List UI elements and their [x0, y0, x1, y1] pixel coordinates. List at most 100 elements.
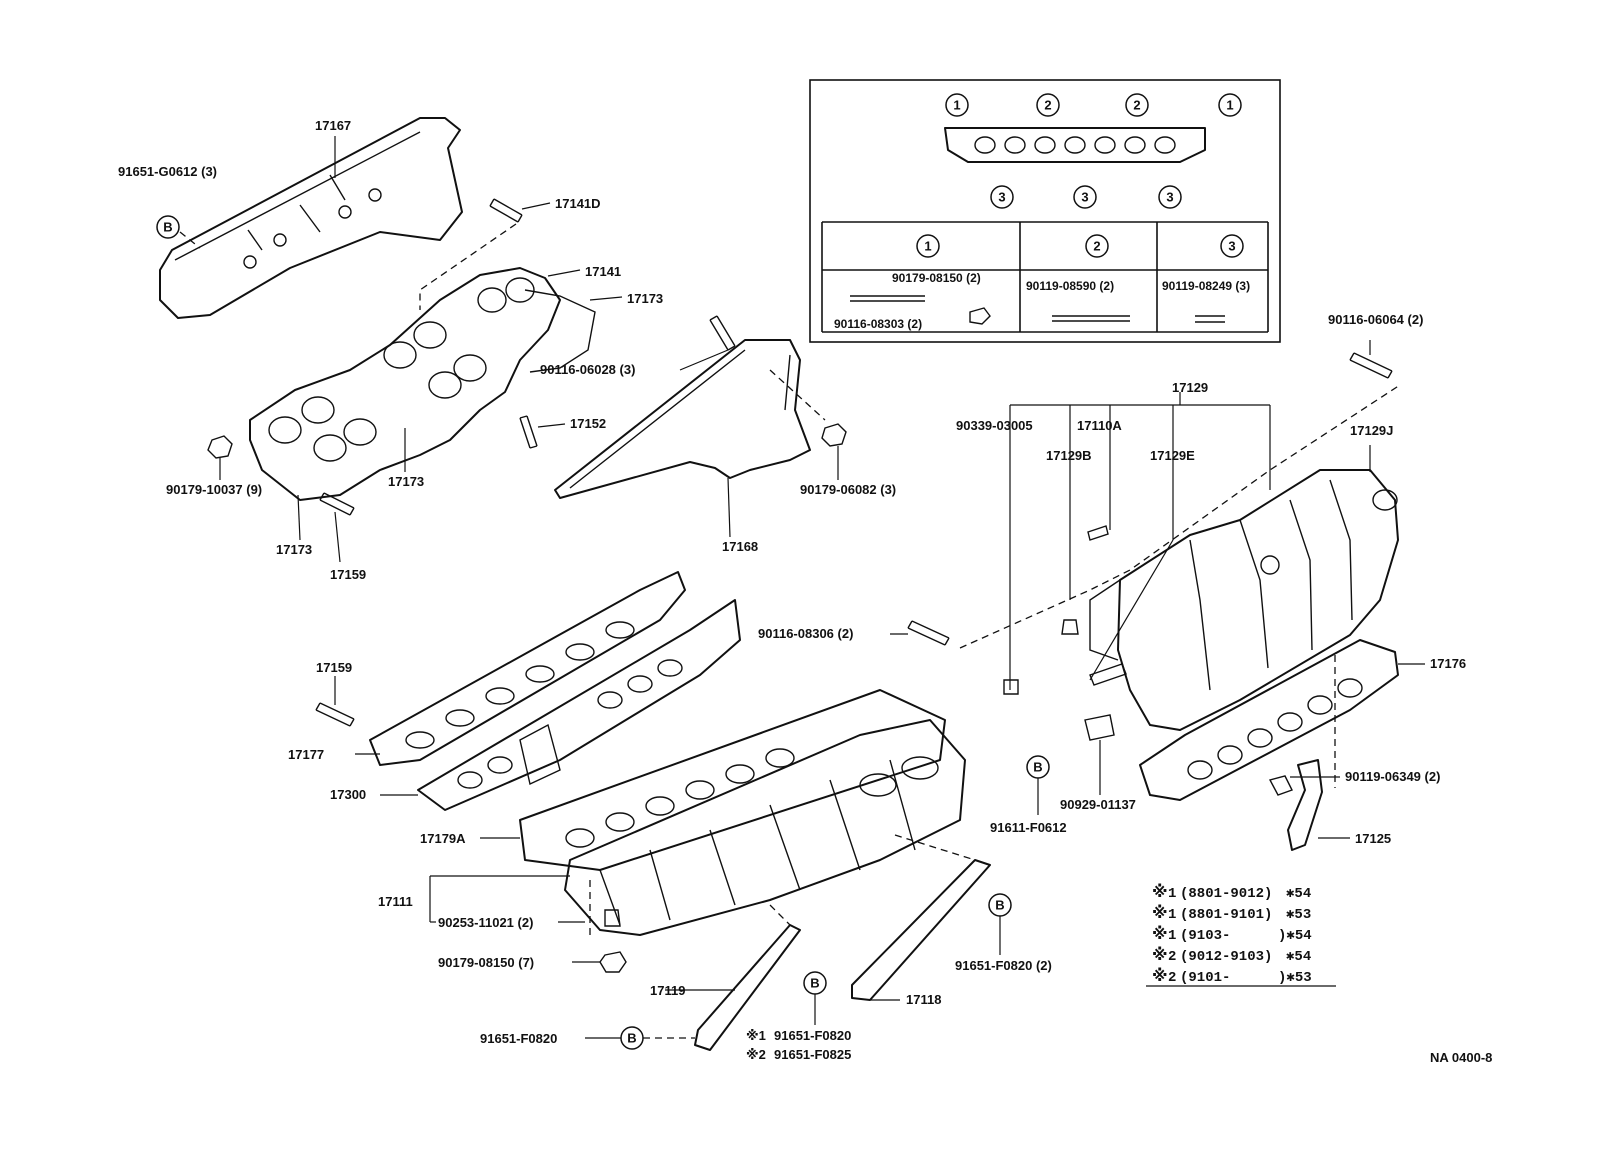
footer-code: NA 0400-8 [1430, 1050, 1492, 1065]
legend-row-5-range: (9101- [1180, 970, 1230, 986]
fitting-17129e [1089, 663, 1127, 686]
bolt-marker-91611: B [1033, 760, 1042, 775]
note-mark-x1: ※1 [746, 1028, 766, 1043]
inset-col1-bottom: 90116-08303 (2) [834, 317, 922, 331]
inset-circle-refs: 1 2 2 1 3 3 3 1 2 3 [916, 93, 1244, 258]
label-17129b: 17129B [1046, 448, 1092, 463]
inset-col2: 90119-08590 (2) [1026, 279, 1114, 293]
label-90929-01137: 90929-01137 [1060, 797, 1136, 812]
intake-chamber-part [1089, 469, 1399, 731]
label-17152: 17152 [570, 416, 606, 431]
label-91651-f0820: 91651-F0820 [480, 1031, 557, 1046]
label-17141d: 17141D [555, 196, 601, 211]
bolt-marker-91651-f0820: B [627, 1031, 636, 1046]
inset-col3: 90119-08249 (3) [1162, 279, 1250, 293]
stud-17159-upper [319, 492, 355, 516]
label-17173-b: 17173 [388, 474, 424, 489]
intake-manifold-17111-part [564, 719, 966, 936]
bolt-marker-91651-f0820-2: B [995, 898, 1004, 913]
legend-row-3-code: )✱54 [1278, 928, 1312, 944]
label-90179-10037: 90179-10037 (9) [166, 482, 262, 497]
stud-90116-06028 [709, 315, 736, 351]
label-17177: 17177 [288, 747, 324, 762]
bolt-marker-91651-g0612: B [163, 220, 172, 235]
label-91651-f0820-2: 91651-F0820 (2) [955, 958, 1052, 973]
legend-row-3-num: 1 [1168, 928, 1176, 944]
note-mark-x2: ※2 [746, 1047, 766, 1062]
nut-90179-10037 [207, 435, 233, 459]
legend-row-2-range: (8801-9101) [1180, 907, 1272, 923]
stud-90116-08306 [907, 620, 950, 646]
label-91651-f0820-x1: 91651-F0820 [774, 1028, 851, 1043]
legend-row-1-num: 1 [1168, 886, 1176, 902]
manifold-17300-part [417, 599, 741, 811]
label-91611-f0612: 91611-F0612 [990, 820, 1067, 835]
legend-row-1-range: (8801-9012) [1180, 886, 1272, 902]
label-90116-08306: 90116-08306 (2) [758, 626, 853, 641]
table-header-3: 3 [1228, 239, 1235, 254]
ref-1-a: 1 [953, 98, 960, 113]
label-17129j: 17129J [1350, 423, 1393, 438]
label-17118: 17118 [906, 992, 941, 1007]
legend-mark-1: ※ [1152, 882, 1168, 901]
stud-17159-lower [315, 702, 355, 727]
legend-row-1-code: ✱54 [1286, 886, 1311, 902]
label-17168: 17168 [722, 539, 758, 554]
label-90119-06349: 90119-06349 (2) [1345, 769, 1440, 784]
gasket-17177-part [369, 571, 686, 766]
model-legend: ※ 1 (8801-9012) ✱54 ※ 1 (8801-9101) ✱53 … [1146, 882, 1336, 987]
gasket-17179a-part [519, 689, 946, 871]
label-91651-g0612: 91651-G0612 (3) [118, 164, 217, 179]
label-90116-06064: 90116-06064 (2) [1328, 312, 1423, 327]
label-17129: 17129 [1172, 380, 1208, 395]
label-17173-c: 17173 [276, 542, 312, 557]
label-90339-03005: 90339-03005 [956, 418, 1033, 433]
label-17173-a: 17173 [627, 291, 663, 306]
label-17159-b: 17159 [316, 660, 352, 675]
bolt-90119-06349 [1268, 775, 1293, 796]
table-header-2: 2 [1093, 239, 1100, 254]
ref-3-c: 3 [1166, 190, 1173, 205]
legend-mark-4: ※ [1152, 945, 1168, 964]
inset-col1-top: 90179-08150 (2) [892, 271, 981, 285]
stud-17141d [489, 198, 523, 223]
bolt-90339-03005 [1003, 679, 1019, 695]
label-90179-08150-7: 90179-08150 (7) [438, 955, 534, 970]
stay-17118-part [851, 859, 991, 1001]
label-17111: 17111 [378, 894, 413, 909]
legend-row-5-num: 2 [1168, 970, 1176, 986]
label-17159-a: 17159 [330, 567, 366, 582]
label-90179-06082: 90179-06082 (3) [800, 482, 896, 497]
fitting-90929-01137 [1084, 714, 1115, 741]
legend-row-4-num: 2 [1168, 949, 1176, 965]
gasket-17176-part [1139, 639, 1399, 801]
heat-insulator-part [159, 117, 463, 319]
label-91651-f0825-x2: 91651-F0825 [774, 1047, 851, 1062]
legend-row-4-code: ✱54 [1286, 949, 1311, 965]
label-17119: 17119 [650, 983, 685, 998]
gasket-17168-part [554, 339, 811, 499]
ref-2-b: 2 [1133, 98, 1140, 113]
table-header-1: 1 [924, 239, 931, 254]
plug-90253 [604, 909, 621, 927]
ref-3-b: 3 [1081, 190, 1088, 205]
label-17179a: 17179A [420, 831, 466, 846]
ref-1-b: 1 [1226, 98, 1233, 113]
nut-90179-06082 [821, 423, 847, 447]
legend-row-2-code: ✱53 [1286, 907, 1311, 923]
label-17110a: 17110A [1077, 418, 1122, 433]
label-17125: 17125 [1355, 831, 1391, 846]
label-17129e: 17129E [1150, 448, 1195, 463]
stud-17152 [519, 415, 538, 449]
exhaust-manifold-part [249, 267, 596, 501]
label-17300: 17300 [330, 787, 366, 802]
stud-17110a [1087, 525, 1109, 541]
bracket-17125-part [1287, 759, 1323, 851]
label-90253-11021: 90253-11021 (2) [438, 915, 533, 930]
plug-17129b [1061, 619, 1079, 635]
legend-row-3-range: (9103- [1180, 928, 1230, 944]
ref-2-a: 2 [1044, 98, 1051, 113]
legend-row-2-num: 1 [1168, 907, 1176, 923]
label-90116-06028: 90116-06028 (3) [540, 362, 635, 377]
